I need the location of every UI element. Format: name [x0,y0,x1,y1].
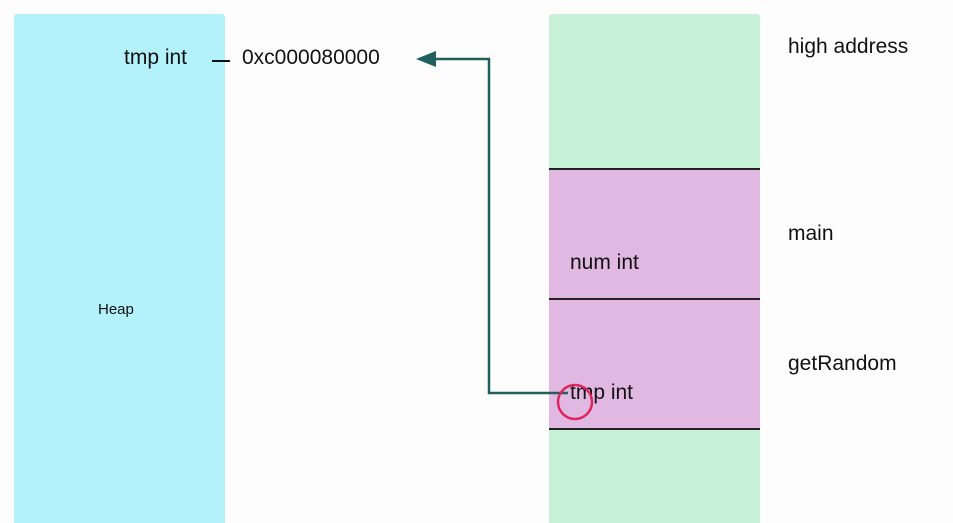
stack-divider-bottom [549,428,760,430]
stack-divider-middle [549,298,760,300]
heap-region [14,14,225,523]
main-variable-label: num int [570,251,639,274]
stack-free-top [549,14,760,168]
stack-frame-main [549,168,760,299]
getrandom-frame-label: getRandom [788,352,897,375]
pointer-arrow-line [432,57,568,395]
heap-variable-label: tmp int [124,46,188,69]
stack-frame-getrandom [549,299,760,429]
highlight-circle-icon [556,383,594,421]
heap-address-label: 0xc000080000 [242,46,380,69]
getrandom-variable-label: tmp int [570,381,634,404]
stack-free-bottom [549,429,760,523]
main-frame-label: main [788,222,834,245]
stack-region [549,14,760,523]
heap-label: Heap [98,301,134,318]
pointer-arrowhead-icon [416,51,436,67]
stack-divider-top [549,168,760,170]
heap-dash [212,60,230,62]
high-address-label: high address [788,35,909,58]
